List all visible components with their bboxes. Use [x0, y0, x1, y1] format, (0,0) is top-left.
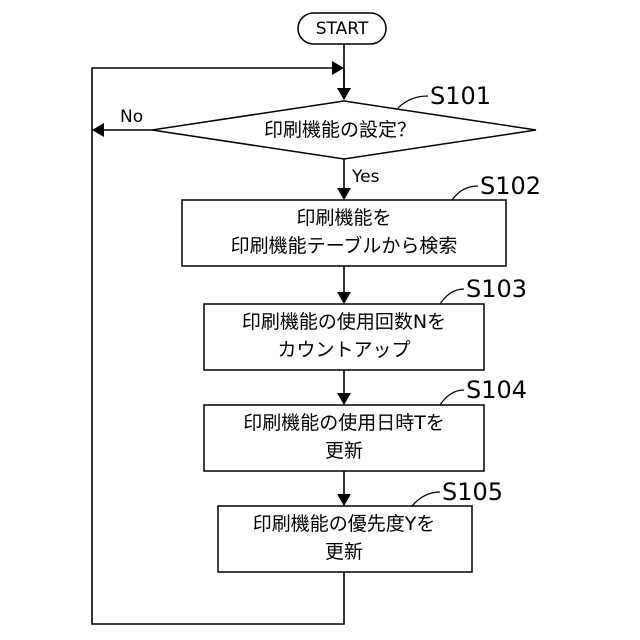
process-s105: 印刷機能の優先度Yを 更新 S105 — [218, 478, 503, 572]
decision-s101: 印刷機能の設定？ S101 Yes No — [120, 82, 536, 187]
arrowhead-no-branch — [92, 123, 104, 137]
step-leader-s102 — [452, 186, 478, 200]
step-label-s103: S103 — [466, 275, 527, 303]
process-s104: 印刷機能の使用日時Tを 更新 S104 — [204, 376, 527, 471]
process-text-s105-line2: 更新 — [325, 541, 363, 563]
step-leader-s104 — [440, 390, 464, 405]
step-leader-s103 — [440, 289, 464, 304]
process-text-s102-line2: 印刷機能テーブルから検索 — [231, 234, 458, 257]
step-leader-s105 — [412, 492, 440, 506]
step-label-s101: S101 — [430, 82, 491, 110]
no-label: No — [120, 107, 143, 127]
start-label: START — [316, 19, 369, 39]
arrowhead-to-s105 — [337, 494, 351, 506]
process-text-s104-line2: 更新 — [325, 440, 363, 462]
arrowhead-to-s104 — [337, 393, 351, 405]
process-text-s104-line1: 印刷機能の使用日時Tを — [243, 412, 445, 434]
arrowhead-to-s103 — [337, 292, 351, 304]
arrowhead-to-decision — [337, 88, 351, 100]
step-label-s104: S104 — [466, 376, 527, 404]
step-label-s105: S105 — [442, 478, 503, 506]
yes-label: Yes — [351, 167, 380, 187]
step-label-s102: S102 — [480, 172, 541, 200]
start-terminal: START — [298, 13, 386, 44]
arrowhead-loop-back — [332, 61, 344, 75]
process-text-s102-line1: 印刷機能を — [296, 207, 391, 229]
process-s103: 印刷機能の使用回数Nを カウントアップ S103 — [204, 275, 527, 370]
process-text-s103-line1: 印刷機能の使用回数Nを — [242, 311, 446, 333]
process-text-s105-line1: 印刷機能の優先度Yを — [253, 513, 436, 535]
step-leader-s101 — [398, 96, 428, 108]
arrowhead-to-s102 — [337, 188, 351, 200]
process-text-s103-line2: カウントアップ — [277, 339, 410, 361]
decision-label: 印刷機能の設定？ — [264, 119, 416, 141]
